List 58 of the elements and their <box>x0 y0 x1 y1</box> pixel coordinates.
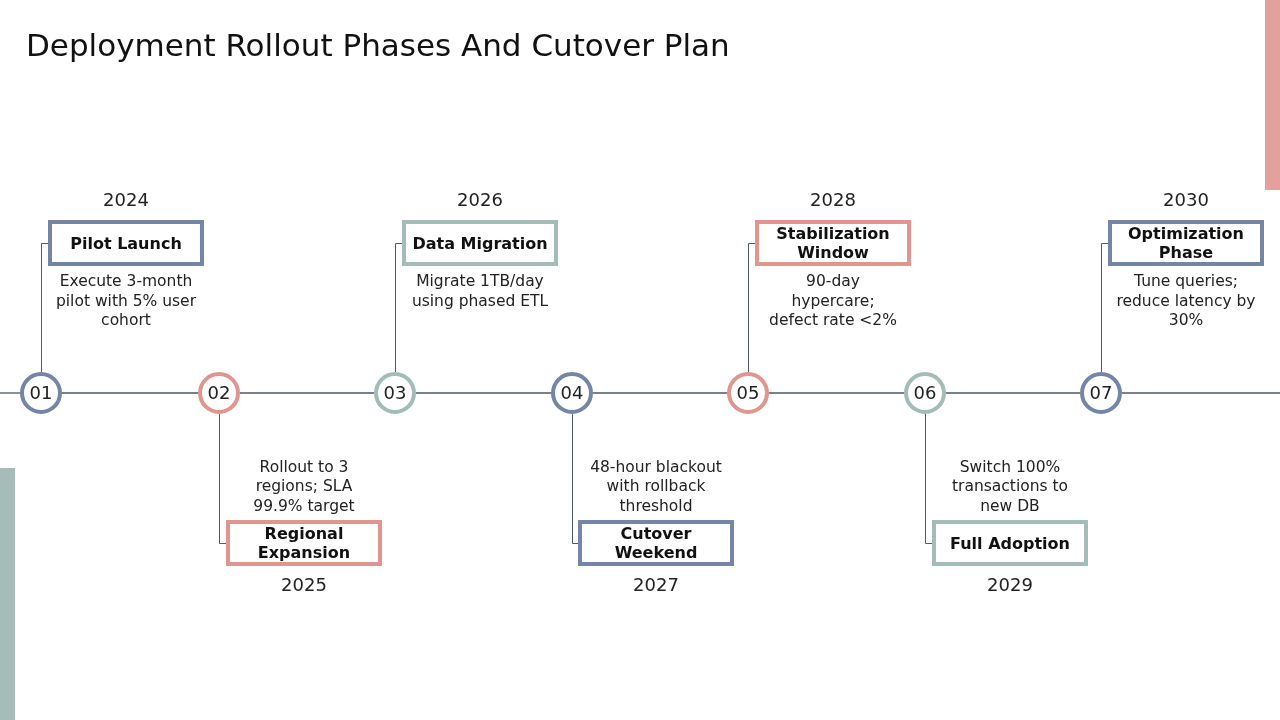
phase-title: Stabilization Window <box>775 224 891 262</box>
phase-box <box>402 220 558 266</box>
phase-description: 90-day hypercare; defect rate <2% <box>768 272 898 331</box>
timeline-line <box>239 392 375 394</box>
step-number: 03 <box>383 383 407 403</box>
year-label: 2028 <box>809 189 857 211</box>
timeline-line <box>1121 392 1280 394</box>
timeline-line <box>945 392 1081 394</box>
year-label: 2029 <box>986 574 1034 596</box>
step-number: 06 <box>913 383 937 403</box>
phase-box <box>578 520 734 566</box>
phase-box <box>1108 220 1264 266</box>
year-label: 2024 <box>102 189 150 211</box>
phase-title: Full Adoption <box>950 533 1070 553</box>
phase-description: Switch 100% transactions to new DB <box>950 457 1070 516</box>
year-label: 2027 <box>632 574 680 596</box>
phase-description: Migrate 1TB/day using phased ETL <box>410 272 550 311</box>
phase-title: Pilot Launch <box>70 233 182 253</box>
step-number: 07 <box>1089 383 1113 403</box>
year-label: 2025 <box>280 574 328 596</box>
step-circle <box>1080 372 1122 414</box>
timeline-line <box>415 392 552 394</box>
step-circle <box>551 372 593 414</box>
phase-title: Data Migration <box>412 233 548 253</box>
year-label: 2030 <box>1162 189 1210 211</box>
phase-box <box>755 220 911 266</box>
leader-line <box>572 413 579 544</box>
step-circle <box>904 372 946 414</box>
phase-description: Execute 3-month pilot with 5% user cohort <box>54 272 198 331</box>
leader-line <box>395 243 403 373</box>
leader-line <box>748 243 756 373</box>
leader-line <box>925 413 933 544</box>
phase-description: 48-hour blackout with rollback threshold <box>589 457 723 516</box>
timeline-line <box>592 392 728 394</box>
phase-box <box>226 520 382 566</box>
phase-title: Regional Expansion <box>256 524 352 562</box>
step-number: 05 <box>736 383 760 403</box>
phase-title: Cutover Weekend <box>613 524 699 562</box>
step-circle <box>198 372 240 414</box>
leader-line <box>1101 243 1109 373</box>
slide-title: Deployment Rollout Phases And Cutover Plan <box>26 26 730 65</box>
phase-title: Optimization Phase <box>1127 224 1245 262</box>
step-circle <box>374 372 416 414</box>
step-circle <box>20 372 62 414</box>
timeline-line <box>61 392 199 394</box>
phase-box <box>48 220 204 266</box>
phase-description: Rollout to 3 regions; SLA 99.9% target <box>252 457 356 516</box>
leader-line <box>41 243 49 373</box>
phase-description: Tune queries; reduce latency by 30% <box>1116 272 1256 331</box>
year-label: 2026 <box>456 189 504 211</box>
step-circle <box>727 372 769 414</box>
step-number: 01 <box>29 383 53 403</box>
phase-box <box>932 520 1088 566</box>
timeline-line <box>768 392 905 394</box>
leader-line <box>219 413 227 544</box>
timeline-line <box>0 392 21 394</box>
step-number: 04 <box>560 383 584 403</box>
step-number: 02 <box>207 383 231 403</box>
